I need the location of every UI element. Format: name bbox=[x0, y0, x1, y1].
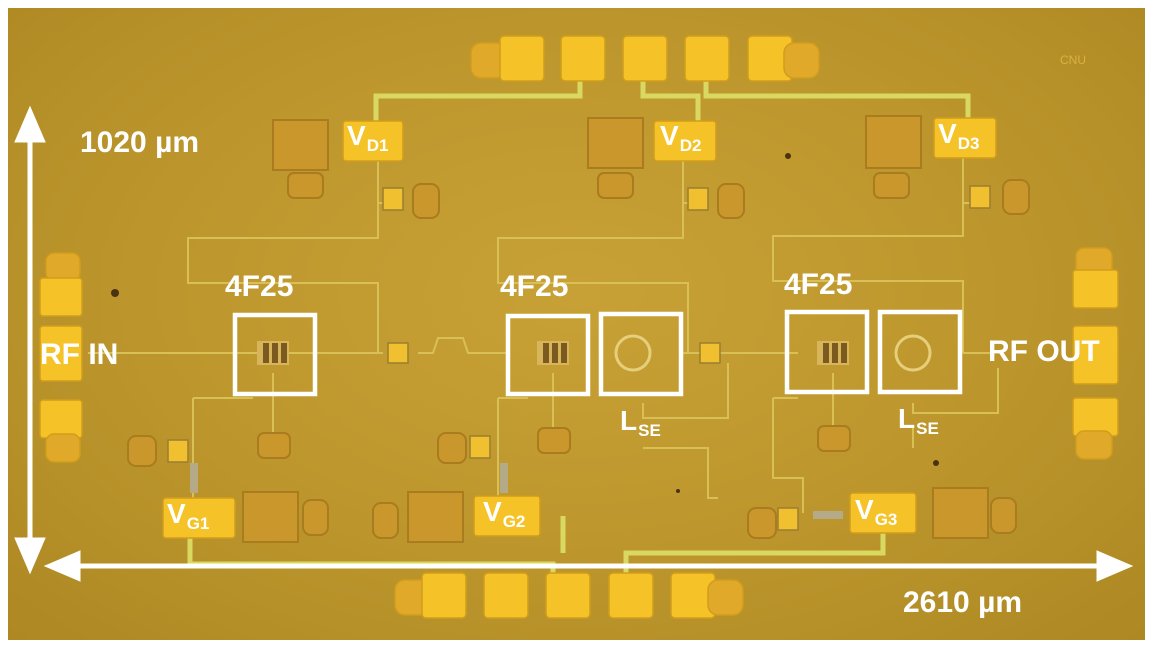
rf-out-pads bbox=[1072, 247, 1119, 460]
bias-pads bbox=[162, 117, 997, 539]
spiral-inductors bbox=[614, 334, 932, 372]
height-arrow-bottom-head bbox=[14, 537, 46, 575]
transistor-cells bbox=[257, 341, 849, 365]
drain-bias-label-1: VD1 bbox=[347, 120, 389, 155]
height-dimension-label: 1020 µm bbox=[80, 126, 200, 159]
width-arrow-left-head bbox=[43, 550, 81, 582]
small-components bbox=[167, 185, 991, 531]
dust-specks bbox=[111, 153, 939, 493]
width-dimension-label: 2610 µm bbox=[903, 586, 1023, 619]
transistor-label-2: 4F25 bbox=[500, 270, 569, 303]
height-arrow-top-head bbox=[14, 105, 46, 143]
inductor-label-1: LSE bbox=[620, 405, 661, 440]
rf-out-label: RF OUT bbox=[988, 335, 1100, 368]
chip-die bbox=[8, 8, 1145, 640]
transistor-label-3: 4F25 bbox=[784, 268, 853, 301]
rf-in-label: RF IN bbox=[40, 338, 119, 371]
drain-bias-label-3: VD3 bbox=[938, 118, 980, 153]
gate-bias-label-3: VG3 bbox=[855, 494, 898, 529]
highlight-boxes bbox=[232, 309, 963, 397]
gate-bias-label-2: VG2 bbox=[483, 496, 526, 531]
transistor-label-1: 4F25 bbox=[225, 270, 294, 303]
resistors bbox=[190, 463, 843, 519]
width-arrow-right-head bbox=[1096, 550, 1134, 582]
rf-in-pads bbox=[39, 252, 83, 463]
capacitors bbox=[127, 115, 1030, 543]
top-pads bbox=[470, 35, 820, 82]
drain-bias-label-2: VD2 bbox=[660, 120, 702, 155]
inductor-label-2: LSE bbox=[898, 403, 939, 438]
chip-mark: CNU bbox=[1060, 53, 1086, 67]
rf-interconnects bbox=[88, 158, 999, 513]
bottom-pads bbox=[394, 572, 744, 619]
chip-layout bbox=[39, 35, 1119, 619]
gate-bias-label-1: VG1 bbox=[167, 498, 210, 533]
